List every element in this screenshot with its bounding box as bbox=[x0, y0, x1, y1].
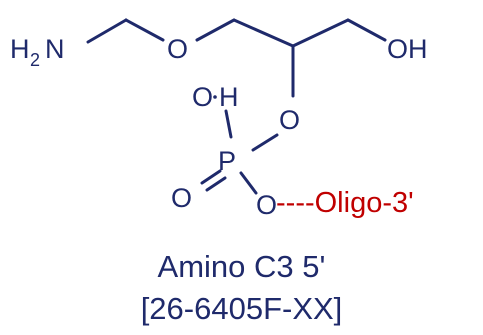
ether-o-label: O bbox=[167, 34, 188, 64]
bond-c4-oh bbox=[346, 18, 387, 42]
hydroxyl-bond-dot bbox=[213, 95, 217, 99]
catalog-number: [26-6405F-XX] bbox=[140, 291, 343, 326]
bond-n-c1 bbox=[86, 18, 128, 44]
hydroxyl-label: OH bbox=[387, 34, 428, 64]
phosphate-hydroxyl-o-label: O bbox=[192, 82, 213, 112]
bond-p-o-double-b bbox=[205, 176, 227, 192]
product-name: Amino C3 5' bbox=[157, 249, 326, 284]
bond-o-ester-p bbox=[251, 133, 279, 152]
bond-lines bbox=[86, 18, 387, 195]
bond-p-o-bridge bbox=[239, 171, 258, 195]
oligo-link-label: ----Oligo-3' bbox=[276, 187, 414, 219]
phosphate-hydroxyl-h-label: H bbox=[219, 82, 239, 112]
bridge-o-label: O bbox=[256, 190, 277, 220]
amine-n-label: N bbox=[45, 34, 65, 64]
amine-h-label: H bbox=[10, 34, 30, 64]
amine-subscript-label: 2 bbox=[30, 50, 40, 70]
bond-p-o-hydroxyl bbox=[224, 109, 233, 139]
phosphorus-label: P bbox=[218, 146, 236, 176]
bond-c1-o-ether bbox=[124, 18, 165, 42]
bond-c3-c4 bbox=[291, 18, 350, 48]
phosphoryl-o-label: O bbox=[171, 183, 192, 213]
ester-o-label: O bbox=[279, 105, 300, 135]
atom-labels: H 2 N O OH O O H P O O bbox=[10, 34, 428, 220]
bond-p-o-double-a bbox=[200, 169, 222, 185]
bond-c2-c3 bbox=[232, 18, 295, 48]
bond-o-ether-c2 bbox=[195, 18, 236, 42]
